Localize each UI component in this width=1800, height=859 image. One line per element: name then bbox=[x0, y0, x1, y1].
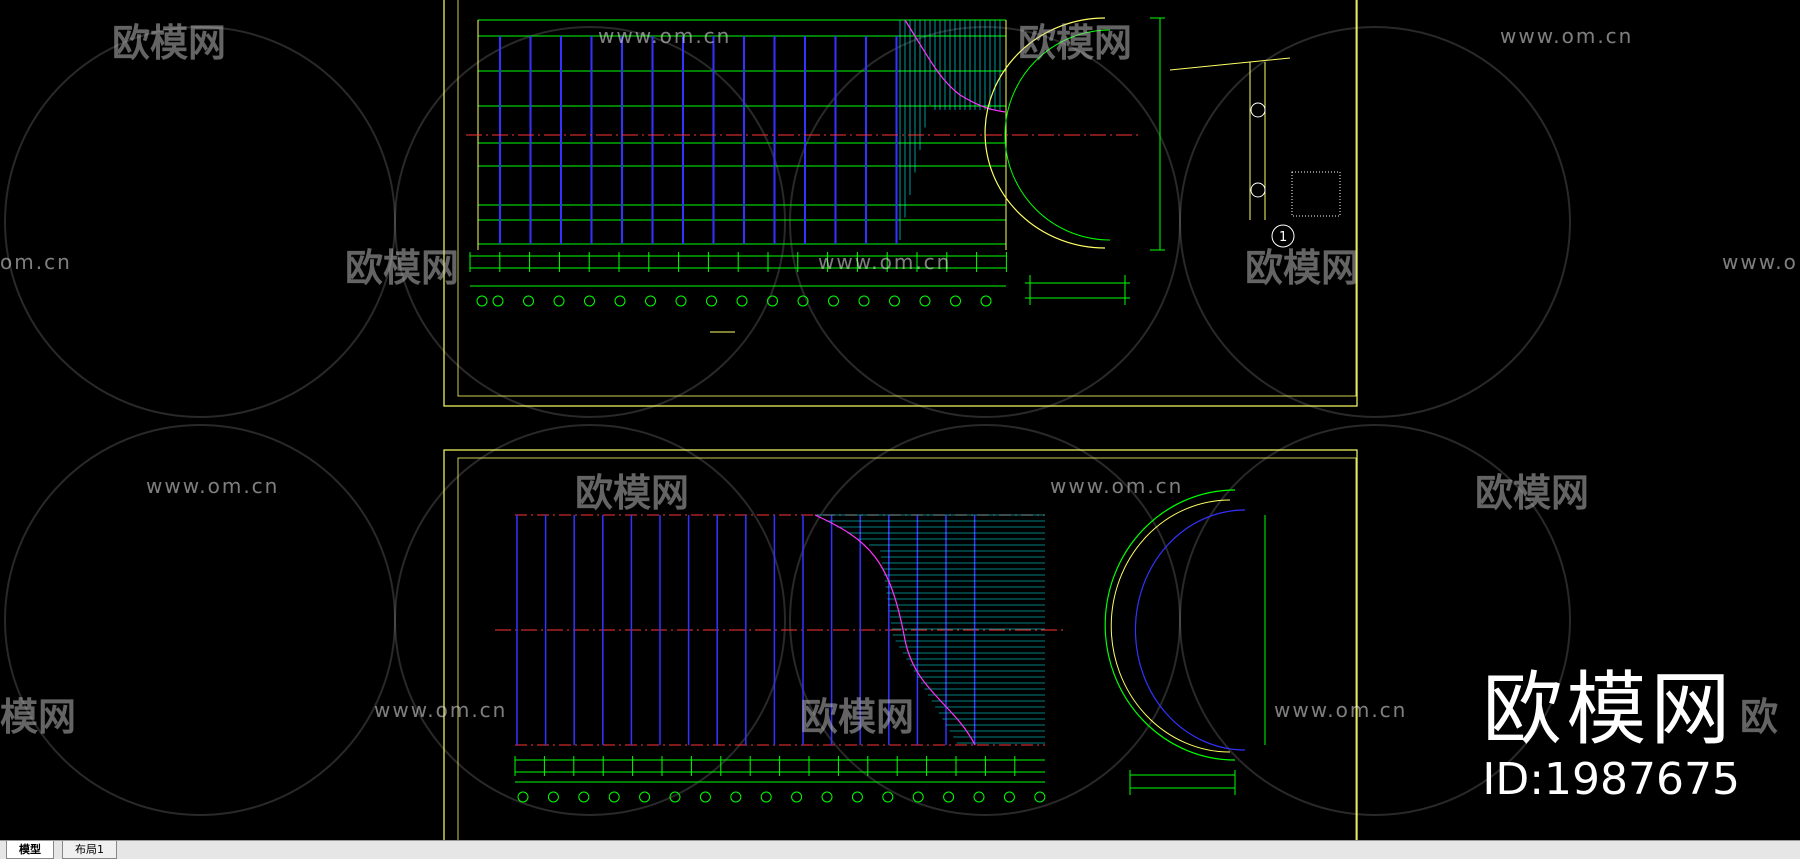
watermark-circle bbox=[394, 26, 786, 418]
watermark-circle bbox=[1179, 26, 1571, 418]
axis-bubble bbox=[943, 791, 955, 803]
axis-bubble bbox=[706, 295, 717, 307]
watermark-logo: 欧模网 bbox=[1475, 471, 1590, 515]
arch-mid bbox=[1110, 499, 1231, 753]
brand-id: ID:1987675 bbox=[1482, 754, 1740, 805]
arch-inner bbox=[1134, 509, 1246, 751]
sheet-border-bottom bbox=[457, 457, 1357, 840]
axis-bubble bbox=[791, 791, 803, 803]
axis-bubble bbox=[645, 295, 656, 307]
tab-layout1[interactable]: 布局1 bbox=[62, 841, 117, 859]
watermark-url: www.om.cn bbox=[1274, 698, 1408, 722]
axis-bubble bbox=[639, 791, 651, 803]
detail-callout bbox=[1271, 224, 1295, 248]
sheet-frame-bottom bbox=[443, 449, 1358, 840]
layout-tab-bar: 模型 布局1 bbox=[0, 840, 1800, 859]
axis-bubble bbox=[882, 791, 894, 803]
axis-bubble bbox=[476, 295, 488, 307]
watermark-logo: 模网 bbox=[0, 695, 77, 739]
detail-callout-number: 1 bbox=[1279, 230, 1287, 245]
axis-bubble bbox=[767, 295, 778, 307]
watermark-url: www.om.cn bbox=[598, 24, 732, 48]
axis-bubble bbox=[980, 295, 992, 307]
watermark-url: www.om.cn bbox=[1500, 24, 1634, 48]
axis-bubble bbox=[919, 295, 931, 307]
axis-bubble bbox=[547, 791, 559, 803]
axis-bubble bbox=[973, 791, 985, 803]
tab-model[interactable]: 模型 bbox=[6, 841, 54, 859]
axis-bubble bbox=[889, 295, 900, 307]
cad-model-space[interactable]: 1 欧模网 www.om.cn 欧模网 www.om.cn om.cn 欧模网 … bbox=[0, 0, 1800, 840]
axis-bubble bbox=[584, 295, 595, 307]
watermark-url: www.om.cn bbox=[374, 698, 508, 722]
detail-fill bbox=[1291, 171, 1341, 217]
watermark-logo: 欧模网 bbox=[800, 695, 915, 739]
axis-bubble bbox=[736, 295, 748, 307]
watermark-url: www.om.cn bbox=[1050, 474, 1184, 498]
watermark-logo: 欧模网 bbox=[575, 471, 690, 515]
watermark-circle bbox=[1179, 424, 1571, 816]
watermark-url: www.om.cn bbox=[818, 250, 952, 274]
axis-bubble bbox=[553, 295, 565, 307]
axis-bubble bbox=[760, 791, 772, 803]
arch-outer bbox=[984, 17, 1106, 249]
arch-outer bbox=[1104, 489, 1236, 761]
watermark-url: www.o bbox=[1722, 250, 1798, 274]
watermark-circle bbox=[4, 424, 396, 816]
axis-bubble bbox=[828, 295, 839, 307]
brand-overlay: 欧模网 ID:1987675 bbox=[1482, 670, 1740, 802]
detail-bolt bbox=[1250, 102, 1266, 118]
axis-bubble bbox=[1003, 791, 1015, 803]
axis-bubble bbox=[1034, 791, 1046, 803]
detail-bolt bbox=[1250, 182, 1266, 198]
axis-bubble bbox=[614, 295, 626, 307]
watermark-logo: 欧模网 bbox=[345, 246, 460, 290]
boundary-curve bbox=[904, 19, 1006, 113]
brand-name: 欧模网 bbox=[1482, 663, 1735, 756]
axis-bubble bbox=[821, 791, 833, 803]
axis-bubble bbox=[608, 791, 620, 803]
axis-bubble bbox=[858, 295, 870, 307]
axis-bubble bbox=[797, 295, 809, 307]
watermark-url: www.om.cn bbox=[146, 474, 280, 498]
watermark-logo: 欧模网 bbox=[1245, 246, 1360, 290]
watermark-circle bbox=[789, 424, 1181, 816]
axis-bubble bbox=[523, 295, 534, 307]
axis-bubble bbox=[675, 295, 687, 307]
watermark-circle bbox=[4, 26, 396, 418]
watermark-url: om.cn bbox=[0, 250, 72, 274]
boundary-curve bbox=[814, 514, 976, 746]
axis-bubble bbox=[669, 791, 681, 803]
sheet-border-top bbox=[457, 0, 1357, 397]
axis-bubble bbox=[851, 791, 863, 803]
axis-bubble bbox=[699, 791, 711, 803]
arch-inner bbox=[1004, 29, 1111, 241]
axis-bubble bbox=[912, 791, 924, 803]
watermark-logo: 欧 bbox=[1740, 695, 1779, 739]
detail-line bbox=[1169, 57, 1291, 71]
axis-bubble bbox=[517, 791, 529, 803]
cad-drawing: 1 bbox=[4, 0, 1571, 840]
axis-bubble bbox=[950, 295, 961, 307]
sheet-frame-top bbox=[443, 0, 1358, 407]
axis-bubble bbox=[492, 295, 504, 307]
watermark-circle bbox=[394, 424, 786, 816]
axis-bubble bbox=[730, 791, 742, 803]
watermark-logo: 欧模网 bbox=[1018, 21, 1133, 65]
watermark-logo: 欧模网 bbox=[112, 21, 227, 65]
axis-bubble bbox=[578, 791, 590, 803]
